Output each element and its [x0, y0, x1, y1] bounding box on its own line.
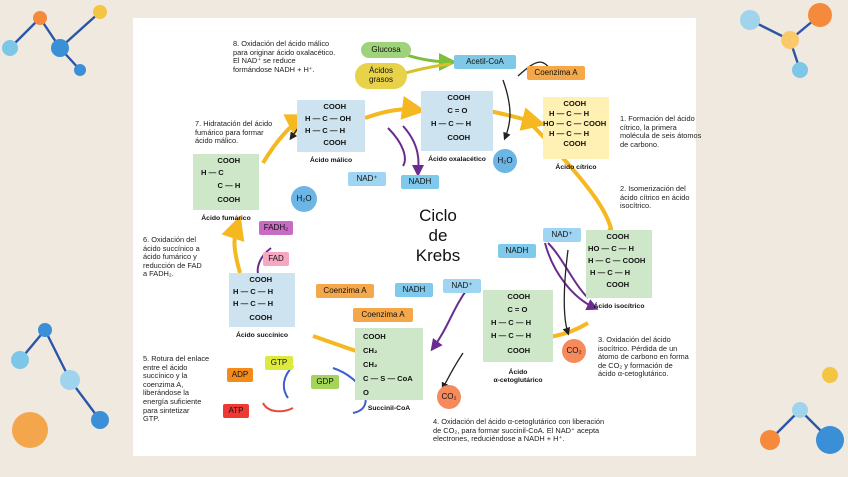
molecule-succinil-coa: COOH CH₂ CH₂ C — S — CoA O Succinil-CoA — [355, 328, 423, 412]
fadh2-box: FADH₂ — [259, 221, 293, 235]
adp-box: ADP — [227, 368, 253, 382]
molecule-oxalacetico: COOH C = O H — C — H COOH Ácido oxalacét… — [421, 91, 493, 163]
coenzima-a-left: Coenzima A — [316, 284, 374, 298]
molecule-succinico: COOH H — C — H H — C — H COOH Ácido succ… — [229, 273, 295, 339]
nadh-bottom: NADH — [395, 283, 433, 297]
glucosa-label: Glucosa — [361, 42, 411, 58]
nad-plus-bottom: NAD⁺ — [443, 279, 481, 293]
coenzima-a-middle: Coenzima A — [353, 308, 413, 322]
molecule-cetoglutarico: COOH C = O H — C — H H — C — H COOH Ácid… — [483, 290, 553, 384]
step-2-text: 2. Isomerización del ácido cítrico en ác… — [620, 184, 690, 211]
title-line-1: Ciclo — [419, 206, 457, 225]
h2o-top: H₂O — [493, 149, 517, 173]
title-line-3: Krebs — [415, 246, 461, 265]
step-3-text: 3. Oxidación del ácido isocítrico. Pérdi… — [598, 335, 689, 379]
gdp-box: GDP — [311, 375, 339, 389]
coenzima-a-top: Coenzima A — [527, 66, 585, 80]
gtp-box: GTP — [265, 356, 293, 370]
step-7-text: 7. Hidratación del ácido fumárico para f… — [195, 119, 273, 146]
diagram-title: Ciclo de Krebs — [393, 206, 483, 266]
acidos-grasos-label: Ácidos grasos — [355, 63, 407, 89]
nad-plus-right: NAD⁺ — [543, 228, 581, 242]
step-5-text: 5. Rotura del enlace entre el ácido succ… — [143, 354, 210, 424]
molecule-isocitrico: COOH HO — C — H H — C — COOH H — C — H C… — [586, 230, 652, 310]
co2-bottom: CO₂ — [437, 385, 461, 409]
title-line-2: de — [428, 226, 448, 245]
molecule-name: Ácido α-cetoglutárico — [493, 369, 543, 384]
molecule-name: Ácido málico — [309, 156, 353, 164]
step-4-text: 4. Oxidación del ácido α-cetoglutárico c… — [433, 417, 605, 444]
molecule-citrico: COOH H — C — H HO — C — COOH H — C — H C… — [543, 97, 609, 171]
molecule-fumarico: COOH H — C C — H COOH Ácido fumárico — [193, 154, 259, 222]
nadh-right: NADH — [498, 244, 536, 258]
acetil-coa-box: Acetil-CoA — [454, 55, 516, 69]
step-1-text: 1. Formación del ácido cítrico, la prime… — [620, 114, 702, 149]
step-6-text: 6. Oxidación del ácido succínico a ácido… — [143, 235, 202, 279]
step-8-text: 8. Oxidación del ácido málico para origi… — [233, 39, 336, 74]
molecule-malico: COOH H — C — OH H — C — H COOH Ácido mál… — [297, 100, 365, 164]
co2-right: CO₂ — [562, 339, 586, 363]
h2o-left: H₂O — [291, 186, 317, 212]
molecule-name: Ácido fumárico — [201, 214, 251, 222]
krebs-cycle-diagram: Ciclo de Krebs 8. Oxidación del ácido má… — [133, 18, 701, 456]
molecule-name: Succinil-CoA — [367, 404, 411, 412]
nadh-top: NADH — [401, 175, 439, 189]
atp-box: ATP — [223, 404, 249, 418]
molecule-name: Ácido cítrico — [555, 163, 597, 171]
molecule-name: Ácido oxalacético — [428, 155, 486, 163]
molecule-name: Ácido succínico — [235, 331, 289, 339]
molecule-name: Ácido isocítrico — [593, 302, 645, 310]
fad-box: FAD — [263, 252, 289, 266]
nad-plus-top: NAD⁺ — [348, 172, 386, 186]
